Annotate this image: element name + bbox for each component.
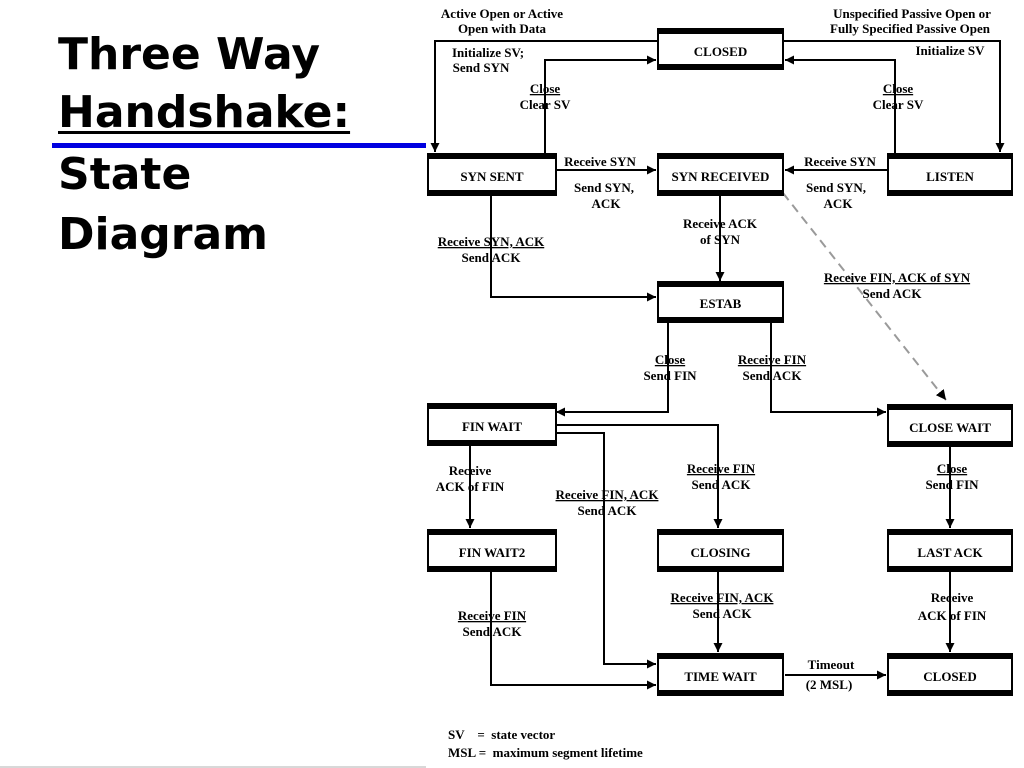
label-init-sv-send-syn-1: Initialize SV;: [452, 45, 524, 60]
state-closed-top: CLOSED: [657, 28, 784, 70]
label-send-ack-1: Send ACK: [462, 250, 522, 265]
footer-rule: [0, 766, 426, 768]
label-clear-sv-right: Clear SV: [873, 97, 924, 112]
label-send-fin-estab: Send FIN: [643, 368, 697, 383]
state-label: SYN RECEIVED: [672, 169, 770, 184]
label-send-syn-ack-right-2: ACK: [824, 196, 854, 211]
slide-title-line-2: Handshake:: [58, 87, 351, 138]
state-label: TIME WAIT: [684, 669, 757, 684]
label-receive-fin-estab: Receive FIN: [738, 352, 807, 367]
slide-title-line-1: Three Way: [58, 29, 321, 80]
state-closed-bottom: CLOSED: [887, 653, 1013, 696]
slide-title-line-3: State: [58, 149, 192, 200]
state-label: FIN WAIT2: [459, 545, 526, 560]
state-label: CLOSING: [691, 545, 751, 560]
transition-labels: Active Open or Active Open with Data Ini…: [436, 6, 991, 692]
label-init-sv: Initialize SV: [916, 43, 986, 58]
label-receive-fin-ack-closing: Receive FIN, ACK: [671, 590, 775, 605]
label-send-syn-ack-left-1: Send SYN,: [574, 180, 634, 195]
state-syn-sent: SYN SENT: [427, 153, 557, 196]
title-rule: [52, 143, 426, 148]
label-timeout-1: Timeout: [808, 657, 855, 672]
label-close-estab: Close: [655, 352, 686, 367]
label-send-syn-ack-right-1: Send SYN,: [806, 180, 866, 195]
label-send-syn-ack-left-2: ACK: [592, 196, 622, 211]
label-receive-ack-of-syn-2: of SYN: [700, 232, 741, 247]
label-receive-syn-left: Receive SYN: [564, 154, 636, 169]
legend-msl: MSL = maximum segment lifetime: [448, 745, 643, 760]
state-label: CLOSE WAIT: [909, 420, 991, 435]
legend: SV = state vector MSL = maximum segment …: [448, 727, 643, 760]
label-active-open-2: Open with Data: [458, 21, 547, 36]
label-send-ack-tw: Send ACK: [693, 606, 753, 621]
edge-fin-wait-to-closing: [556, 424, 723, 528]
label-timeout-2: (2 MSL): [806, 677, 853, 692]
label-receive-fin-ack-mid: Receive FIN, ACK: [556, 487, 660, 502]
label-receive-la-2: ACK of FIN: [918, 608, 987, 623]
label-send-ack-closing: Send ACK: [692, 477, 752, 492]
label-receive-ack-of-fin-1: Receive: [449, 463, 492, 478]
edge-estab-to-fin-wait: [556, 321, 669, 417]
label-active-open-1: Active Open or Active: [441, 6, 563, 21]
edge-fin-wait2-to-time-wait: [490, 570, 656, 690]
label-passive-open-1: Unspecified Passive Open or: [833, 6, 991, 21]
edge-syn-sent-to-estab: [490, 195, 656, 302]
label-close-cw: Close: [937, 461, 968, 476]
state-label: ESTAB: [700, 296, 742, 311]
state-time-wait: TIME WAIT: [657, 653, 784, 696]
state-label: SYN SENT: [460, 169, 524, 184]
edge-active-open: [430, 40, 658, 152]
state-fin-wait2: FIN WAIT2: [427, 529, 557, 572]
label-close-left: Close: [530, 81, 561, 96]
state-label: LISTEN: [926, 169, 974, 184]
label-receive-ack-of-fin-2: ACK of FIN: [436, 479, 505, 494]
label-receive-syn-right: Receive SYN: [804, 154, 876, 169]
label-receive-fin-fw2: Receive FIN: [458, 608, 527, 623]
state-syn-received: SYN RECEIVED: [657, 153, 784, 196]
state-last-ack: LAST ACK: [887, 529, 1013, 572]
state-label: FIN WAIT: [462, 419, 522, 434]
label-send-ack-2: Send ACK: [863, 286, 923, 301]
edge-close-listen: [785, 55, 896, 155]
edge-passive-open: [783, 40, 1005, 152]
label-passive-open-2: Fully Specified Passive Open: [830, 21, 991, 36]
state-label: LAST ACK: [917, 545, 983, 560]
transition-lines: [430, 40, 1005, 690]
label-send-ack-fw2: Send ACK: [463, 624, 523, 639]
state-boxes: CLOSED SYN SENT SYN RECEIVED LISTEN ESTA…: [427, 28, 1013, 696]
edge-estab-to-close-wait: [770, 321, 886, 417]
state-label: CLOSED: [923, 669, 976, 684]
label-send-ack-mid: Send ACK: [578, 503, 638, 518]
state-label: CLOSED: [694, 44, 747, 59]
label-receive-la-1: Receive: [931, 590, 974, 605]
edge-fin-wait-to-time-wait: [556, 432, 656, 669]
label-receive-syn-ack: Receive SYN, ACK: [438, 234, 545, 249]
state-listen: LISTEN: [887, 153, 1013, 196]
legend-sv: SV = state vector: [448, 727, 555, 742]
label-send-fin-cw: Send FIN: [925, 477, 979, 492]
edge-close-syn-sent: [544, 55, 656, 155]
state-closing: CLOSING: [657, 529, 784, 572]
label-send-ack-estab: Send ACK: [743, 368, 803, 383]
state-fin-wait: FIN WAIT: [427, 403, 557, 446]
state-estab: ESTAB: [657, 281, 784, 323]
label-init-sv-send-syn-2: Send SYN: [453, 60, 510, 75]
label-receive-ack-of-syn-1: Receive ACK: [683, 216, 758, 231]
label-receive-fin-ack-of-syn: Receive FIN, ACK of SYN: [824, 270, 971, 285]
slide-title-line-4: Diagram: [58, 209, 269, 260]
label-close-right: Close: [883, 81, 914, 96]
state-close-wait: CLOSE WAIT: [887, 404, 1013, 447]
label-receive-fin-closing: Receive FIN: [687, 461, 756, 476]
label-clear-sv-left: Clear SV: [520, 97, 571, 112]
